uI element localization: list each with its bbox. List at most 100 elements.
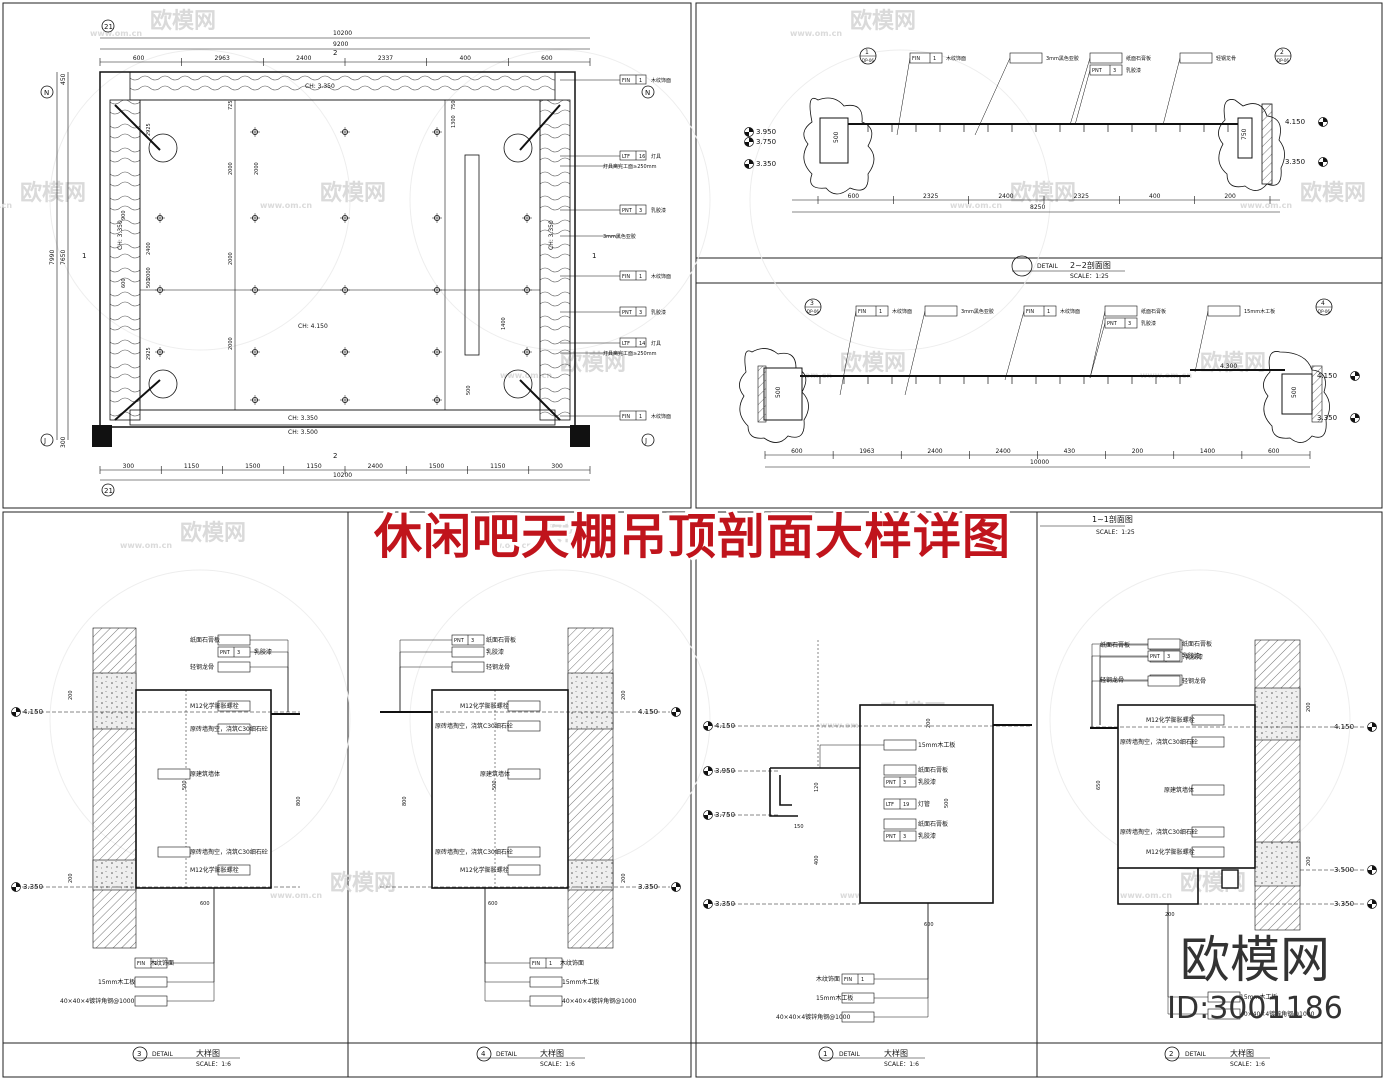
brand-logo-text: 欧模网: [1180, 931, 1330, 989]
plan-label-ch-bottom: CH: 3.350: [288, 415, 318, 422]
detail4-scale: SCALE：1:6: [540, 1061, 575, 1068]
section22-callout-left: 1: [865, 49, 869, 56]
callout-code: LTF: [622, 341, 630, 347]
detail-dim: 650: [1096, 780, 1102, 790]
detail-tag-text: 原砖墙掏空，浇筑C30细石砼: [190, 725, 268, 733]
section22-title-prefix: DETAIL: [1037, 263, 1058, 270]
detail-dim: 200: [926, 718, 932, 728]
level-marker-fill: [703, 810, 713, 820]
detail-tag-box: [1191, 736, 1225, 748]
watermark-text: 欧模网: [330, 870, 396, 896]
dim-value: 600: [1268, 448, 1280, 455]
detail1-scale: SCALE：1:6: [884, 1061, 919, 1068]
detail-tag-box: [507, 700, 541, 712]
callout-num: 16: [639, 154, 645, 160]
dim-value: 600: [541, 55, 553, 62]
plan-wood-band-bottom: [129, 409, 556, 426]
detail-tag-box: [217, 634, 251, 646]
plan-grid-right-top: N: [645, 89, 650, 97]
watermark-url: www.om.cn: [120, 541, 172, 550]
detail1-title: 大样图: [884, 1048, 908, 1058]
detail-dim: 500: [944, 798, 950, 808]
tag-box: [924, 305, 958, 317]
detail-level: 3.350: [715, 900, 735, 908]
watermark-text: 欧模网: [560, 350, 626, 376]
detail4-title-prefix: DETAIL: [496, 1051, 517, 1058]
dim-value: 2400: [296, 55, 311, 62]
brand-block: 欧模网 ID:3001186: [1150, 930, 1360, 1028]
detail-tag-text: 原建筑墙体: [190, 770, 220, 778]
detail-tag-box: [1191, 714, 1225, 726]
detail-leader: [1091, 680, 1148, 728]
level-right: 4.150: [1317, 372, 1337, 380]
detail-tag-text: 40×40×4镀锌角钢@1000: [60, 997, 135, 1005]
detail-tag-box: [134, 976, 168, 988]
detail2-title-num: 2: [1169, 1050, 1173, 1058]
detail-tag-box: [841, 992, 875, 1004]
detail-tag-text: 15mm木工板: [816, 994, 853, 1002]
detail-tag-text: M12化学膨胀螺栓: [190, 702, 239, 710]
detail-level: 4.150: [638, 708, 658, 716]
downlight-cross: [250, 395, 260, 405]
detail2-title: 大样图: [1230, 1048, 1254, 1058]
watermark-url: www.om.cn: [90, 29, 142, 38]
tag-text: 15mm木工板: [1244, 308, 1275, 315]
dim-value: 1500: [245, 463, 260, 470]
detail-tag-code: FIN: [532, 961, 540, 967]
dim-value: 2400: [995, 448, 1010, 455]
section22-callout-right: 2: [1280, 49, 1284, 56]
detail3-scale: SCALE：1:6: [196, 1061, 231, 1068]
detail-tag-code: FIN: [844, 977, 852, 983]
detail-tag-text: 轻钢龙骨: [486, 663, 510, 671]
section11-title: 1~1剖面图: [1092, 514, 1133, 524]
detail-tag-text: 轻钢龙骨: [1182, 677, 1206, 685]
downlight-cross: [340, 347, 350, 357]
detail-tag-num: 1: [154, 961, 157, 967]
detail-tag-code: PNT: [886, 780, 897, 786]
tag-num: 1: [879, 309, 882, 315]
detail-tag-num: 19: [903, 802, 909, 808]
tag-leader: [1004, 310, 1025, 381]
plan-inner-dim: 725: [228, 100, 234, 110]
detail-tag-text: 轻钢龙骨: [1100, 676, 1124, 684]
dim-value: 1400: [1200, 448, 1215, 455]
plan-section-mark-right: 1: [592, 252, 596, 260]
detail-tag-box: [157, 846, 191, 858]
callout-tag-box: [619, 74, 647, 85]
detail-tag-box: [134, 995, 168, 1007]
level-marker-fill: [1318, 157, 1328, 167]
watermark-url: www.om.cn: [1120, 891, 1172, 900]
detail-tag-box: [451, 646, 485, 658]
detail-dim: 200: [621, 690, 627, 700]
detail-tag-text: 15mm木工板: [562, 978, 599, 986]
section11-callout-left: 3: [810, 300, 814, 307]
detail-level: 3.950: [715, 767, 735, 775]
level-marker-fill: [744, 137, 754, 147]
detail-leader: [1099, 679, 1150, 725]
callout-text: 木纹饰面: [651, 413, 671, 420]
plan-inner-dim: 2000: [146, 267, 152, 280]
detail-leader: [484, 888, 530, 964]
detail-tag-text: 乳胶漆: [918, 832, 936, 840]
section11-wall-right: [1263, 351, 1330, 443]
detail-tag-box: [1191, 784, 1225, 796]
callout-text: 灯具: [651, 340, 661, 347]
tag-code: FIN: [1026, 309, 1034, 315]
plan-inner-dim: 2925: [146, 347, 152, 360]
tag-text: 纸面石膏板: [1126, 55, 1151, 62]
dim-value: 300: [123, 463, 135, 470]
downlight-cross: [432, 127, 442, 137]
detail-tag-num: 3: [903, 780, 906, 786]
plan-grid-bubbles: [40, 19, 655, 497]
plan-inner-dim: 2000: [254, 162, 260, 175]
detail-tag-box: [217, 723, 251, 735]
callout-code: FIN: [622, 414, 630, 420]
detail-tag-text: 木纹饰面: [816, 975, 840, 983]
detail-tag-box: [217, 864, 251, 876]
detail-tag-num: 3: [471, 638, 474, 644]
